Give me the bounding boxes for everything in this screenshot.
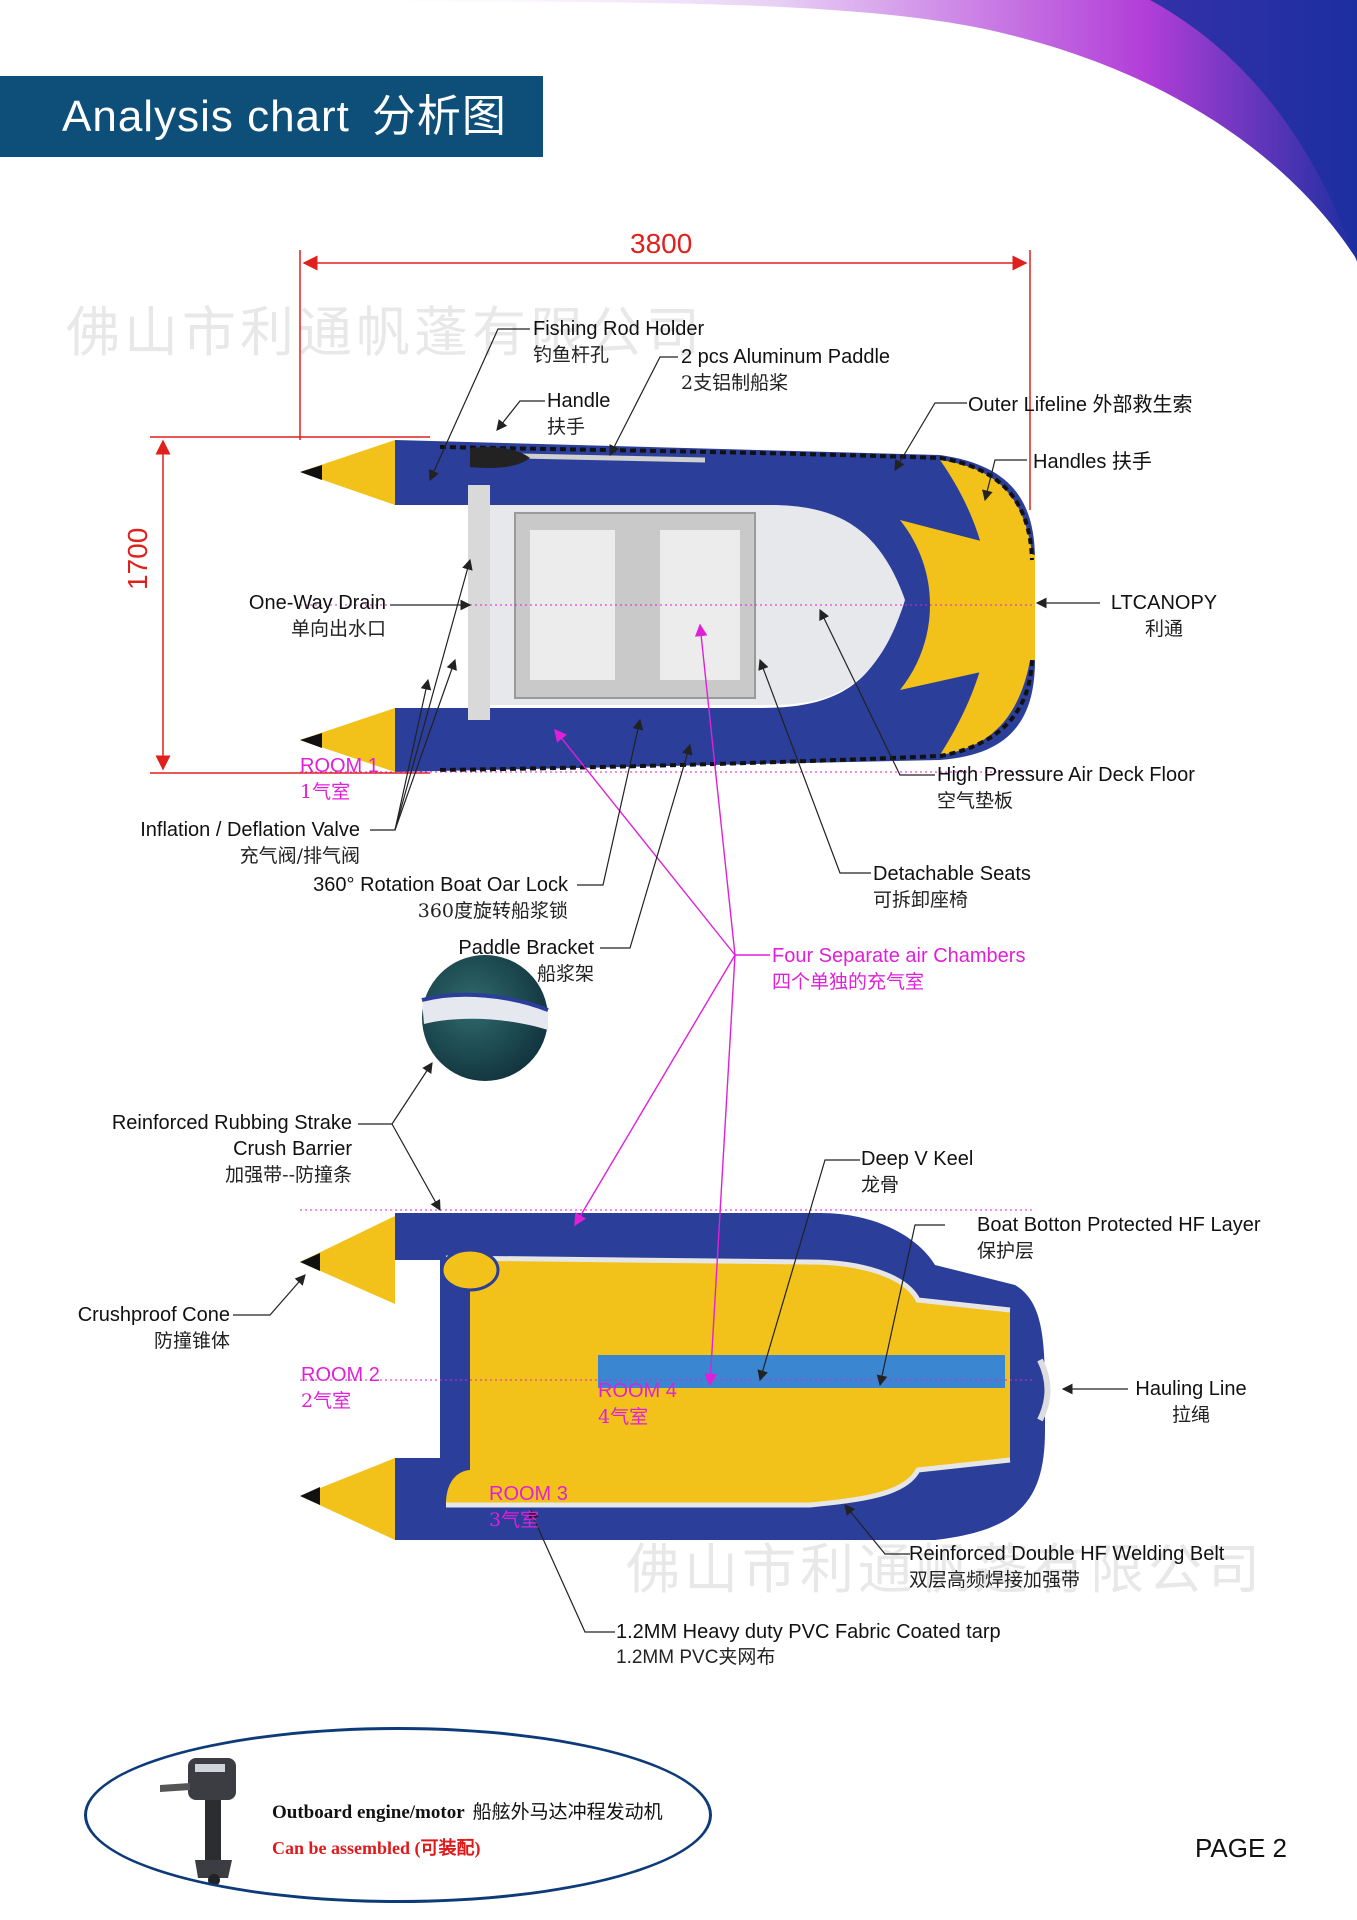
label-outer-lifeline: Outer Lifeline 外部救生索 (968, 394, 1193, 416)
boat-top-view (300, 440, 1035, 772)
label-handles: Handles 扶手 (1033, 451, 1152, 473)
engine-subtitle: Can be assembled (可装配) (272, 1838, 481, 1858)
dimension-length-label: 3800 (630, 228, 693, 259)
watermark-bottom: 佛山市利通帆蓬有限公司 (626, 1538, 1264, 1601)
dimension-width-line (150, 436, 430, 774)
page-number: PAGE 2 (1194, 1833, 1287, 1863)
engine-oval-frame (84, 1727, 712, 1903)
watermark-top: 佛山市利通帆蓬有限公司 (66, 301, 704, 364)
dimension-length-line (299, 250, 1031, 510)
rubbing-strake-detail (421, 955, 549, 1081)
leader-lines (233, 328, 1128, 1633)
dimension-width-label: 1700 (122, 527, 153, 590)
chamber-leaders (554, 623, 770, 1387)
decorative-swoosh (300, 0, 1357, 262)
chamber-guides (300, 604, 1035, 1381)
boat-bottom-view (300, 1213, 1051, 1540)
